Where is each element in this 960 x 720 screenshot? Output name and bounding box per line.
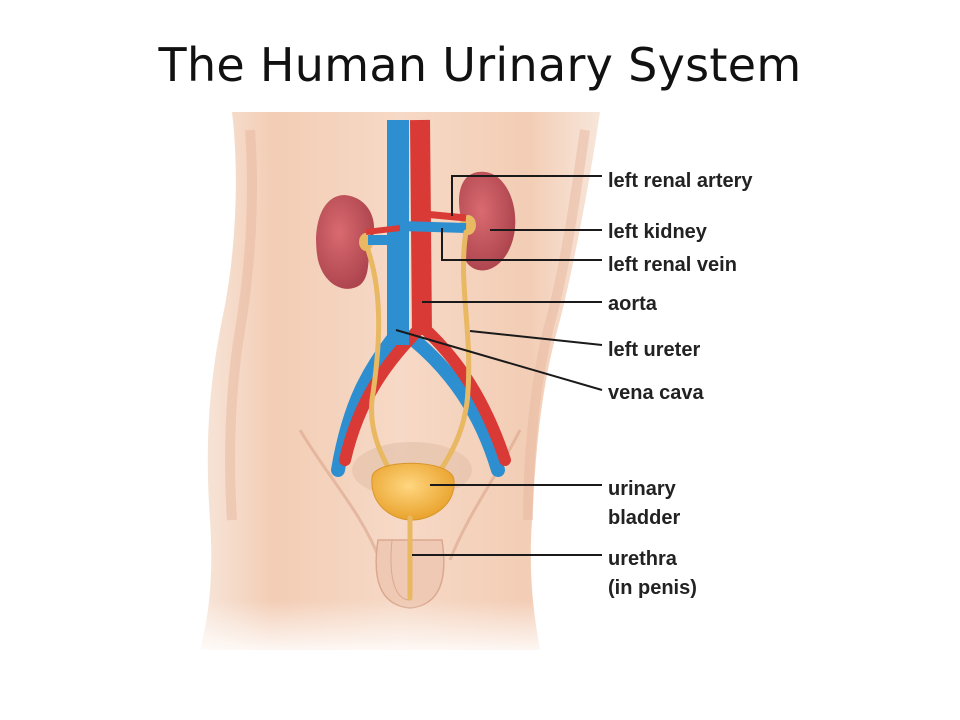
leader-left-ureter [469, 330, 603, 346]
urinary-bladder [371, 462, 455, 521]
label-aorta: aorta [608, 293, 657, 315]
left-kidney [459, 171, 516, 271]
left-renal-vein [399, 221, 467, 233]
label-vena-cava: vena cava [608, 382, 704, 404]
label-urinary-bladder-line2: bladder [608, 507, 681, 529]
label-urinary-bladder-line1: urinary [608, 478, 676, 500]
left-ureter [425, 229, 472, 491]
label-left-renal-artery: left renal artery [608, 170, 753, 192]
groin-crease [298, 429, 382, 561]
penis [390, 539, 411, 601]
right-ureter [365, 247, 403, 491]
label-left-renal-vein: left renal vein [608, 254, 737, 276]
leader-vena-cava [395, 329, 603, 391]
leader-left-renal-vein [441, 228, 602, 261]
label-urethra-line2: (in penis) [608, 577, 697, 599]
left-renal-artery [423, 210, 467, 222]
leader-left-renal-artery [451, 175, 602, 216]
right-kidney [316, 195, 375, 289]
iliac-vein [407, 333, 505, 477]
torso-shadow [523, 129, 590, 521]
groin-crease [448, 429, 522, 561]
page-title: The Human Urinary System [158, 38, 802, 92]
label-left-ureter: left ureter [608, 339, 701, 361]
label-left-kidney: left kidney [608, 221, 707, 243]
torso-shadow [225, 129, 257, 521]
bottom-fade [190, 600, 550, 660]
label-urethra-line1: urethra [608, 548, 677, 570]
